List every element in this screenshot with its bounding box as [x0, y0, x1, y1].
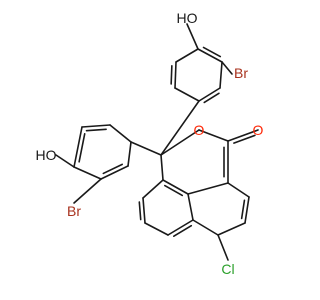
double-bond-l6-l1: [78, 132, 86, 163]
bond-l6-l1: [73, 126, 83, 168]
double-bond-l1-l2: [85, 128, 107, 132]
bond-a6-a1: [162, 179, 189, 195]
bond-a6-b2: [187, 182, 229, 195]
bond-a2-a3: [142, 197, 146, 224]
double-bond-a1-a6: [163, 184, 184, 197]
chemical-structure-diagram: HO Br O O HO Br Cl: [36, 10, 264, 277]
left-bromine-label: Br: [67, 203, 81, 219]
bond-a1-a2: [142, 179, 164, 199]
bond-t4-C1: [160, 100, 200, 156]
bond-l1-l2: [81, 124, 111, 128]
bond-l4-l5: [100, 165, 129, 180]
bond-C1-a1: [160, 154, 164, 181]
double-bond-t5-t6: [170, 64, 173, 85]
bond-t3-t4: [198, 87, 221, 102]
bond-l5-Brl: [73, 178, 102, 204]
bond-t1-t2: [197, 48, 223, 63]
ring-oxygen-label: O: [194, 122, 205, 138]
bond-l3-l4: [127, 141, 132, 167]
bond-C1-O1: [160, 129, 200, 156]
bond-a4-a5: [167, 219, 194, 236]
left-hydroxyl-label: HO: [36, 147, 57, 163]
bond-O1-Cc: [198, 129, 229, 142]
bond-l6-OHl: [55, 154, 75, 168]
carbonyl-oxygen-label: O: [253, 122, 264, 138]
double-bond-carbonyl: [233, 134, 256, 144]
double-bond-b3-b4: [240, 199, 246, 220]
bond-t1-OHt: [186, 23, 199, 50]
bond-t4-t5: [174, 87, 200, 102]
bond-t6-t1: [175, 48, 199, 63]
bond-lines: [55, 23, 259, 261]
top-bromine-label: Br: [234, 65, 248, 81]
bond-l5-l6: [73, 166, 102, 180]
bond-t2-Brt: [221, 61, 233, 75]
bond-b4-b5: [217, 222, 246, 236]
bond-l3-C1: [130, 141, 162, 156]
double-bond-a4-a5: [173, 224, 193, 237]
chlorine-label: Cl: [221, 261, 234, 277]
bond-l2-l3: [109, 124, 132, 143]
double-bond-t1-t2: [202, 46, 222, 58]
bond-b3-b4: [244, 196, 250, 224]
double-bond-l4-l5: [102, 163, 124, 175]
double-bond-t3-t4: [203, 92, 220, 104]
double-bond-a2-a3: [138, 201, 142, 221]
bond-t2-t3: [219, 61, 223, 89]
bond-b2-b3: [227, 182, 250, 198]
bond-b5-Cl: [217, 234, 229, 261]
bond-a3-a4: [144, 222, 169, 236]
bond-a5-a6: [187, 193, 194, 221]
top-hydroxyl-label: HO: [177, 10, 198, 26]
bond-Cc-Oc: [227, 129, 259, 142]
bond-t5-t6: [174, 61, 177, 89]
bond-b5-a5: [192, 219, 219, 236]
